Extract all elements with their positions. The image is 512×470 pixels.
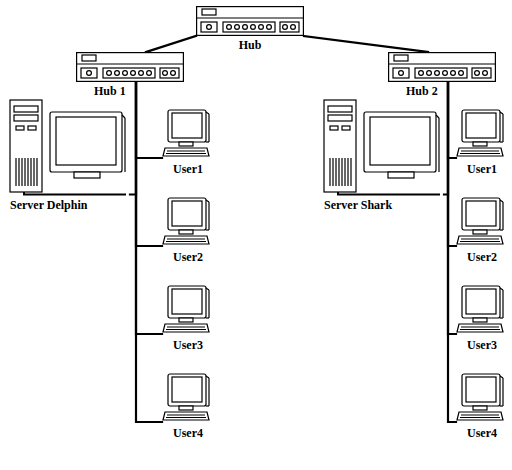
user-workstation: User3: [456, 284, 508, 352]
hub-device: Hub: [196, 6, 304, 36]
device-label: User2: [456, 250, 508, 264]
network-cable: [448, 82, 456, 246]
hub-device: Hub 1: [76, 52, 184, 82]
user-icon-shape: [457, 110, 503, 156]
user-icon: [456, 108, 504, 160]
user-icon: [162, 284, 210, 336]
user-workstation: User2: [456, 196, 508, 264]
server-icon: [322, 98, 440, 196]
hub-icon: [76, 52, 184, 82]
hub-icon: [196, 6, 304, 36]
user-icon-shape: [457, 198, 503, 244]
device-label: Server Delphin: [8, 198, 130, 212]
device-label: User1: [162, 162, 214, 176]
user-icon-shape: [163, 286, 209, 332]
user-workstation: User4: [162, 372, 214, 440]
hub-icon-shape: [77, 53, 184, 82]
network-cable: [136, 82, 162, 246]
network-cable: [304, 36, 428, 52]
user-workstation: User3: [162, 284, 214, 352]
network-cable: [448, 82, 456, 422]
user-workstation: User2: [162, 196, 214, 264]
network-cable: [136, 82, 162, 422]
device-label: User3: [456, 338, 508, 352]
user-icon-shape: [163, 110, 209, 156]
device-label: Hub 2: [406, 84, 438, 98]
device-label: User3: [162, 338, 214, 352]
device-label: Server Shark: [322, 198, 444, 212]
hub-icon: [388, 52, 496, 82]
network-cable: [448, 82, 456, 334]
server-computer: Server Delphin: [8, 98, 130, 212]
user-icon-shape: [457, 286, 503, 332]
network-cable: [146, 36, 196, 52]
server-icon-shape: [10, 100, 126, 195]
device-label: User4: [162, 426, 214, 440]
user-icon-shape: [163, 374, 209, 420]
device-label: User2: [162, 250, 214, 264]
user-icon: [456, 196, 504, 248]
server-icon: [8, 98, 126, 196]
user-icon: [456, 284, 504, 336]
network-cable: [136, 82, 162, 158]
device-label: Hub 1: [94, 84, 126, 98]
user-workstation: User1: [162, 108, 214, 176]
user-icon: [162, 372, 210, 424]
user-icon-shape: [457, 374, 503, 420]
user-icon: [162, 196, 210, 248]
hub-icon-shape: [389, 53, 496, 82]
network-cable: [448, 82, 456, 158]
user-workstation: User4: [456, 372, 508, 440]
hub-device: Hub 2: [388, 52, 496, 82]
user-workstation: User1: [456, 108, 508, 176]
user-icon: [162, 108, 210, 160]
server-computer: Server Shark: [322, 98, 444, 212]
user-icon-shape: [163, 198, 209, 244]
device-label: User1: [456, 162, 508, 176]
server-icon-shape: [324, 100, 440, 195]
user-icon: [456, 372, 504, 424]
device-label: User4: [456, 426, 508, 440]
device-label: Hub: [196, 38, 304, 52]
network-cable: [136, 82, 162, 334]
hub-icon-shape: [197, 7, 304, 36]
